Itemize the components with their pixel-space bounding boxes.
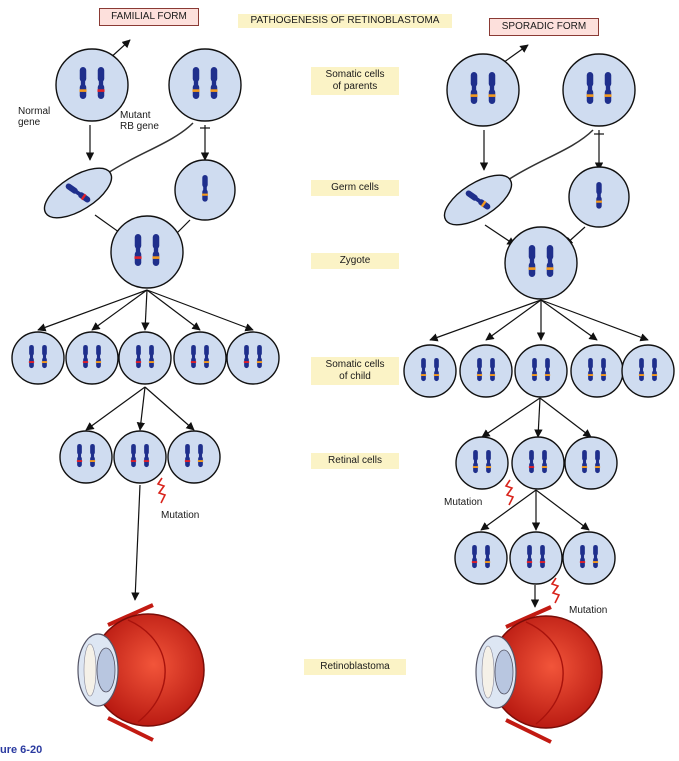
sporadic-second-cell-0	[454, 531, 508, 585]
arrow-s-sperm-zygote	[484, 224, 516, 246]
arrow-s-child-retinal-2	[539, 397, 592, 438]
mutation-label-sporadic-2: Mutation	[569, 605, 608, 616]
sporadic-child-cell-2	[514, 344, 568, 398]
familial-eye-retinoblastoma	[77, 603, 205, 742]
arrows-layer	[37, 39, 649, 608]
arrow-s-zygote-child-3	[540, 299, 598, 341]
familial-child-cell-3	[173, 331, 227, 385]
familial-parent-cell-1	[55, 48, 129, 122]
familial-child-cell-0	[11, 331, 65, 385]
sporadic-child-cell-1	[459, 344, 513, 398]
sporadic-child-cell-3	[570, 344, 624, 398]
arrow-s-child-retinal-0	[481, 397, 541, 438]
eyes-layer	[77, 603, 603, 744]
arrow-f-zygote-child-4	[146, 289, 254, 332]
arrow-f-retinal-tumor	[131, 484, 141, 601]
sporadic-parent-cell-1	[446, 53, 520, 127]
arrow-s-retinal-next-0	[480, 489, 537, 531]
sporadic-retinal-cell-2	[564, 436, 618, 490]
stage-retinoblastoma: Retinoblastoma	[304, 659, 406, 675]
sporadic-child-cell-0	[403, 344, 457, 398]
arrow-s-zygote-child-1	[485, 299, 542, 341]
stage-germ-cells: Germ cells	[311, 180, 399, 196]
familial-retinal-cell-0	[59, 430, 113, 484]
arrow-f-zygote-child-2	[141, 289, 150, 331]
sporadic-retinal-cell-1	[511, 436, 565, 490]
familial-sperm-cell	[43, 122, 194, 219]
page-title: PATHOGENESIS OF RETINOBLASTOMA	[238, 14, 452, 28]
familial-egg-cell	[174, 159, 236, 221]
arrow-f-child-retinal-0	[85, 386, 146, 431]
familial-child-cell-4	[226, 331, 280, 385]
familial-zygote-cell	[110, 215, 184, 289]
sporadic-mutation-zigzag-2	[550, 577, 561, 604]
arrow-f-zygote-child-0	[37, 289, 148, 332]
stage-zygote: Zygote	[311, 253, 399, 269]
sporadic-second-cell-2	[562, 531, 616, 585]
mutant-gene-label: Mutant RB gene	[120, 110, 159, 132]
sporadic-egg-cell	[568, 166, 630, 228]
mutation-label-familial: Mutation	[161, 510, 200, 521]
arrow-f-child-retinal-1	[136, 386, 146, 431]
stage-somatic-parents: Somatic cells of parents	[311, 67, 399, 95]
stage-retinal-cells: Retinal cells	[311, 453, 399, 469]
normal-gene-label: Normal gene	[18, 106, 51, 128]
arrow-f-zygote-child-3	[146, 289, 201, 331]
sporadic-form-label: SPORADIC FORM	[489, 18, 599, 36]
figure-label: ure 6-20	[0, 744, 43, 756]
arrow-s-zygote-child-0	[429, 299, 542, 342]
arrow-f-child-retinal-2	[144, 386, 195, 431]
familial-retinal-cell-2	[167, 430, 221, 484]
arrow-s-zygote-child-4	[540, 299, 649, 342]
mutation-label-sporadic-1: Mutation	[444, 497, 483, 508]
familial-retinal-cell-1	[113, 430, 167, 484]
arrow-s-child-retinal-1	[534, 397, 543, 438]
sporadic-zygote-cell	[504, 226, 578, 300]
familial-child-cell-2	[118, 331, 172, 385]
stage-somatic-child: Somatic cells of child	[311, 357, 399, 385]
cells-layer	[11, 48, 675, 585]
familial-form-label: FAMILIAL FORM	[99, 8, 199, 26]
sporadic-sperm-cell	[443, 129, 594, 226]
arrow-f-zygote-child-1	[91, 289, 148, 331]
familial-mutation-zigzag	[156, 477, 167, 504]
sporadic-second-cell-1	[509, 531, 563, 585]
familial-parent-cell-2	[168, 48, 242, 122]
sporadic-child-cell-4	[621, 344, 675, 398]
sporadic-eye-retinoblastoma	[475, 605, 603, 744]
arrow-s-retinal-next-2	[535, 489, 590, 531]
sporadic-retinal-cell-0	[455, 436, 509, 490]
sporadic-parent-cell-2	[562, 53, 636, 127]
sporadic-mutation-zigzag-1	[504, 479, 515, 506]
familial-child-cell-1	[65, 331, 119, 385]
